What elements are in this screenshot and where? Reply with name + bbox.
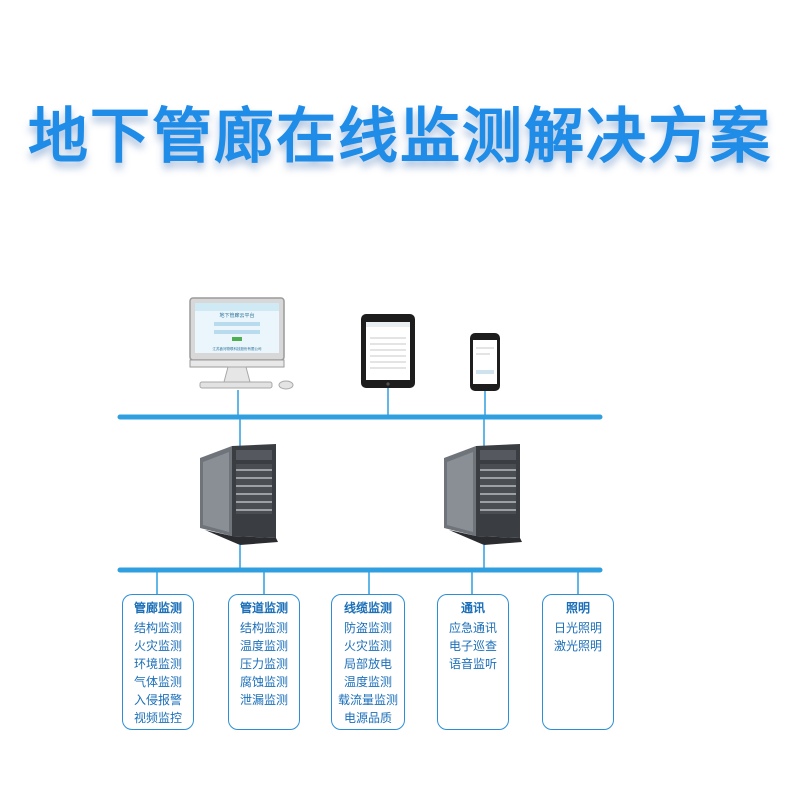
category-title: 管廊监测	[133, 601, 182, 615]
category-box-cable: 线缆监测 防盗监测 火灾监测 局部放电 温度监测 载流量监测 电源品质	[331, 594, 405, 730]
category-box-pipeline: 管道监测 结构监测 温度监测 压力监测 腐蚀监测 泄漏监测	[228, 594, 300, 730]
category-title: 管道监测	[239, 601, 288, 615]
category-item: 结构监测	[239, 621, 288, 635]
category-item: 压力监测	[239, 657, 288, 671]
category-item: 载流量监测	[337, 693, 398, 707]
tablet-icon	[361, 314, 415, 388]
category-item: 气体监测	[133, 675, 182, 689]
category-item: 火灾监测	[343, 639, 392, 653]
smartphone-icon	[470, 333, 500, 391]
category-item: 电源品质	[343, 711, 392, 725]
category-item: 激光照明	[553, 639, 602, 653]
category-item: 日光照明	[553, 621, 602, 635]
category-title: 通讯	[460, 601, 485, 615]
category-item: 电子巡查	[448, 639, 497, 653]
category-box-pipe-gallery: 管廊监测 结构监测 火灾监测 环境监测 气体监测 入侵报警 视频监控	[122, 594, 194, 730]
category-item: 温度监测	[239, 639, 288, 653]
category-item: 温度监测	[343, 675, 392, 689]
server-icon	[200, 444, 278, 545]
category-item: 火灾监测	[133, 639, 182, 653]
category-box-communication: 通讯 应急通讯 电子巡查 语音监听	[437, 594, 509, 730]
category-item: 入侵报警	[133, 693, 182, 707]
category-item: 局部放电	[343, 657, 392, 671]
category-box-lighting: 照明 日光照明 激光照明	[542, 594, 614, 730]
category-item: 腐蚀监测	[239, 675, 288, 689]
category-item: 语音监听	[448, 657, 497, 671]
server-icon	[444, 444, 522, 545]
category-title: 线缆监测	[343, 601, 392, 615]
category-item: 环境监测	[133, 657, 182, 671]
page-title: 地下管廊在线监测解决方案	[28, 102, 772, 172]
desktop-screen-title: 地下管廊云平台	[219, 312, 254, 319]
category-item: 结构监测	[133, 621, 182, 635]
category-item: 防盗监测	[343, 621, 392, 635]
desktop-computer-icon	[189, 297, 294, 390]
category-item: 应急通讯	[448, 621, 497, 635]
category-item: 泄漏监测	[239, 693, 288, 707]
category-title: 照明	[565, 601, 590, 615]
desktop-screen-footer: 江苏鑫河物联科技股份有限公司	[213, 346, 262, 351]
category-item: 视频监控	[133, 711, 182, 725]
